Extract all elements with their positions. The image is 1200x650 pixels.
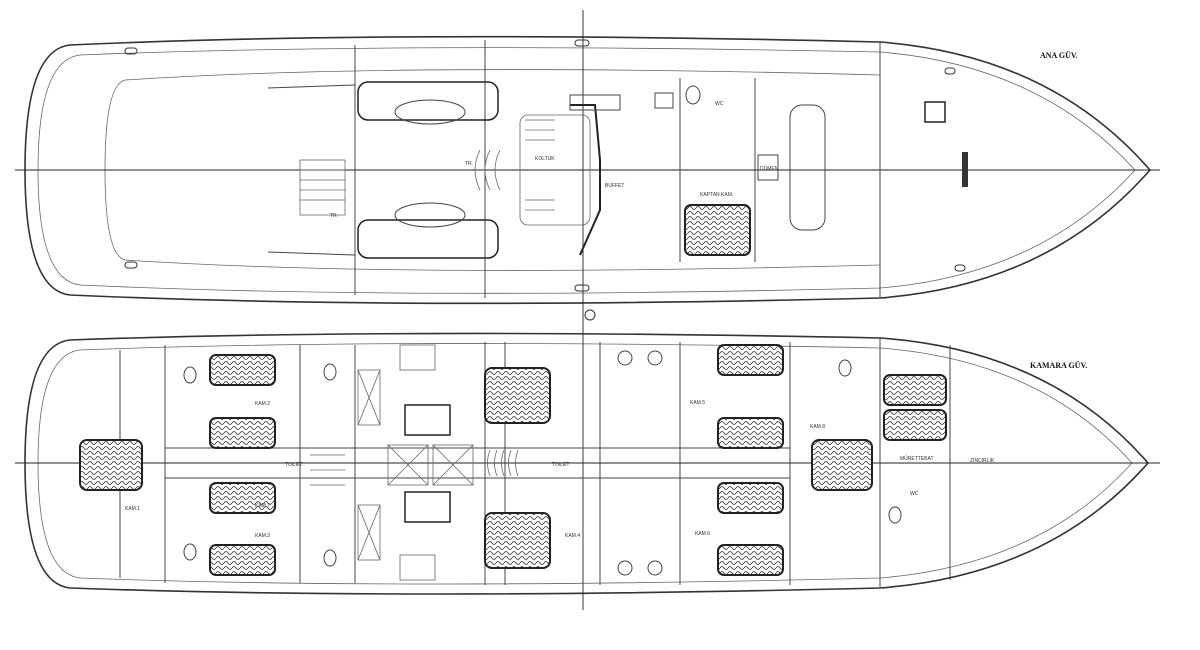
main-deck-coaming	[104, 69, 881, 271]
stairs-cabin-deck	[310, 449, 519, 486]
toilet	[685, 85, 701, 105]
label-stairs-1: TR.	[465, 161, 473, 167]
label-crew: MÜRETTEBAT	[900, 455, 934, 462]
label-stairs-2: TR.	[330, 213, 338, 219]
label-dining: KOLTUK	[535, 156, 555, 162]
cleats	[124, 39, 966, 321]
engine-port	[404, 404, 451, 436]
windlass	[962, 152, 968, 187]
label-forepeak: ZİNCİRLİK	[970, 457, 995, 464]
main-deck-title: ANA GÜV.	[1040, 51, 1078, 60]
engine-starboard	[404, 491, 451, 523]
label-cabin-5: KAM.5	[690, 400, 705, 406]
galley-sink	[569, 94, 621, 111]
bar-counter	[570, 104, 601, 256]
label-cabin-1: KAM.1	[125, 506, 140, 512]
cabin-deck-title: KAMARA GÜV.	[1030, 361, 1087, 370]
label-galley: BUFFET	[605, 183, 624, 189]
label-cabin-6: KAM.6	[695, 531, 710, 537]
engine-room	[357, 344, 474, 581]
table-top	[394, 99, 466, 125]
label-cabin-4: KAM.4	[565, 533, 580, 539]
main-deck-bulwark	[37, 47, 1136, 294]
cabin-deck-plan: KAMARA GÜV. KAM.1 KAM.2 KAM.3 KAM.4 KAM.…	[15, 320, 1160, 610]
table-bottom	[394, 202, 466, 228]
skylight	[789, 104, 826, 231]
label-cabin-8: KAM.8	[810, 424, 825, 430]
label-cabin-7: KAM.7	[255, 503, 270, 509]
label-cabin-3: KAM.3	[255, 533, 270, 539]
sofa-bottom	[357, 219, 499, 259]
main-deck-hull	[24, 35, 1152, 305]
toilets	[183, 350, 902, 576]
main-deck-plan: ANA GÜV. BUFFET KAPTAN KAM. WC TR. TR. D…	[15, 10, 1160, 321]
label-corridor-aft: TOILET	[285, 462, 302, 468]
label-cabin-2: KAM.2	[255, 401, 270, 407]
beds	[79, 344, 947, 576]
hatch	[757, 154, 779, 181]
label-wc-crew: WC	[910, 491, 919, 497]
cabin-deck-hull	[24, 332, 1150, 595]
label-corridor-fwd: TOILET	[552, 462, 569, 468]
stove	[654, 92, 674, 109]
sofa-top	[357, 81, 499, 121]
captain-bed	[684, 204, 751, 256]
stairs-aft	[299, 159, 346, 216]
forward-hatch	[924, 101, 946, 123]
label-captain-cabin: KAPTAN KAM.	[700, 192, 733, 198]
label-wc: WC	[715, 101, 724, 107]
label-steering: DÜMEN	[760, 165, 779, 172]
stairs-saloon	[474, 114, 591, 226]
